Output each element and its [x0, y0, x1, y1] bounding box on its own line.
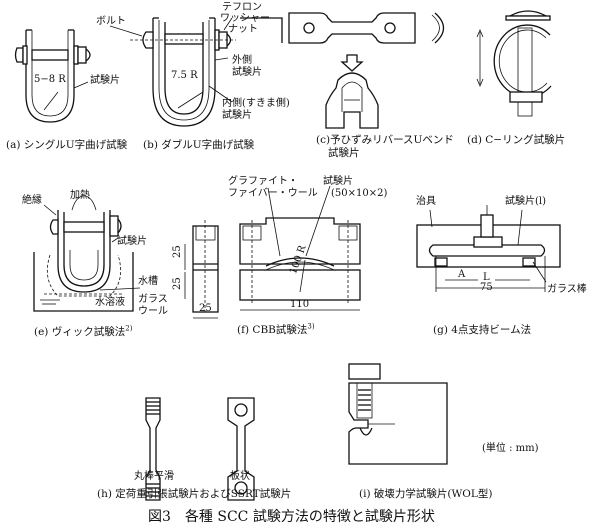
graphite-label-1: グラファイト・	[228, 176, 298, 187]
specimen-size-label: (50×10×2)	[331, 188, 388, 199]
dim-height-1: 25	[172, 245, 183, 258]
solution-label: 水溶液	[95, 297, 125, 308]
plate-label: 板状	[230, 471, 250, 482]
caption-a: (a) シングルU字曲げ試験	[6, 139, 128, 151]
caption-e-text: (e) ヴィック試験法	[34, 326, 126, 338]
dim-a-label: A	[458, 269, 466, 280]
specimen-label-f: 試験片	[323, 176, 353, 187]
nut-label: ナット	[228, 24, 258, 35]
dim-length: 110	[290, 299, 310, 310]
round-bar-label: 丸棒平滑	[134, 471, 174, 482]
reverse-u-bend-drawing	[288, 12, 445, 129]
c-ring-drawing	[476, 10, 552, 117]
caption-c-line1: (c)予ひずみリバースUベンド	[316, 134, 454, 146]
dim-height-2: 25	[172, 277, 183, 290]
single-u-bend-drawing	[14, 29, 91, 123]
outer-specimen-label-2: 試験片	[232, 67, 262, 78]
caption-b: (b) ダブルU字曲げ試験	[143, 139, 255, 151]
glass-wool-label-1: ガラス	[138, 294, 168, 305]
specimen-label-g: 試験片(l)	[505, 196, 547, 207]
double-u-bend-drawing	[109, 17, 283, 127]
radius-label-b: 7.5 R	[171, 70, 198, 81]
unit-note: (単位 : mm)	[482, 443, 539, 454]
wol-specimen-drawing	[348, 363, 448, 465]
caption-f-ref: 3)	[307, 322, 315, 331]
dim-75-label: 75	[480, 282, 493, 293]
inner-specimen-label-2: 試験片	[222, 110, 252, 121]
caption-f-text: (f) CBB試験法	[237, 324, 308, 336]
cbb-test-drawing	[184, 185, 361, 319]
caption-g: (g) 4点支持ビーム法	[433, 324, 532, 336]
inner-specimen-label-1: 内側(すきま側)	[222, 98, 290, 109]
jig-label: 治具	[416, 196, 436, 207]
caption-c-line2: 試験片	[328, 147, 360, 159]
heating-label: 加熱	[70, 190, 90, 201]
caption-i: (i) 破壊力学試験片(WOL型)	[359, 488, 493, 500]
glass-wool-label-2: ウール	[138, 306, 168, 317]
caption-f: (f) CBB試験法3)	[237, 322, 315, 337]
washer-label: ワッシャー	[220, 13, 270, 24]
four-point-beam-drawing	[416, 205, 561, 292]
graphite-label-2: ファイバー・ウール	[228, 188, 318, 199]
tensile-specimen-drawing	[145, 397, 255, 501]
radius-label-a: 5−8 R	[34, 74, 66, 85]
caption-h: (h) 定荷重引張試験片およびSSRT試験片	[97, 488, 292, 500]
water-tank-label: 水槽	[138, 276, 158, 287]
insulation-label: 絶縁	[22, 195, 42, 206]
dim-width: 25	[199, 303, 212, 314]
dim-l-label: L	[483, 272, 490, 283]
specimen-label-a: 試験片	[90, 75, 120, 86]
teflon-label: テフロン	[222, 2, 262, 13]
wick-test-drawing	[33, 195, 141, 312]
specimen-label-e: 試験片	[117, 236, 147, 247]
glass-rod-label: ガラス棒	[547, 284, 587, 295]
bolt-label: ボルト	[96, 16, 126, 27]
caption-e: (e) ヴィック試験法2)	[34, 324, 132, 339]
caption-d: (d) C−リング試験片	[467, 134, 566, 146]
figure-title: 図3 各種 SCC 試験方法の特徴と試験片形状	[148, 509, 435, 525]
caption-e-ref: 2)	[125, 324, 133, 333]
outer-specimen-label-1: 外側	[232, 55, 252, 66]
